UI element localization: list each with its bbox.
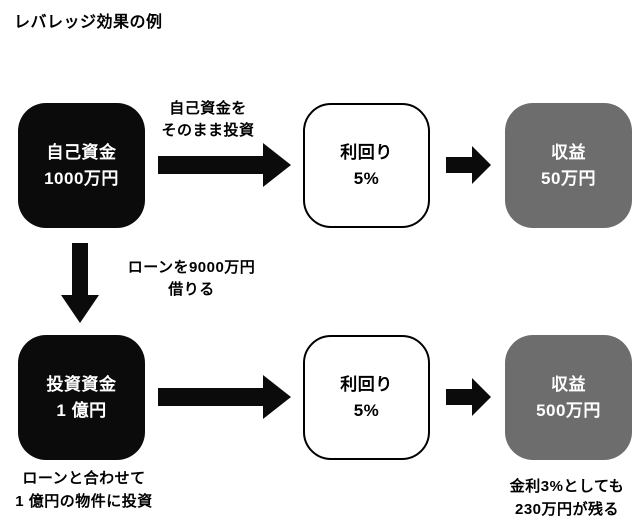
box-profit-top-line1: 収益 xyxy=(551,142,586,162)
box-yield-top: 利回り 5% xyxy=(303,103,430,228)
box-profit-bottom-line2: 500万円 xyxy=(536,400,601,420)
box-yield-bottom-line2: 5% xyxy=(353,400,380,420)
invest-directly-label: 自己資金を そのまま投資 xyxy=(133,98,283,142)
caption-loan-combined-line2: 1 億円の物件に投資 xyxy=(15,493,153,510)
loan-label-line1: ローンを9000万円 xyxy=(127,259,256,276)
box-profit-bottom-line1: 収益 xyxy=(551,374,586,394)
box-yield-top-line1: 利回り xyxy=(340,142,393,162)
caption-loan-combined: ローンと合わせて 1 億円の物件に投資 xyxy=(4,467,164,513)
box-profit-bottom: 収益 500万円 xyxy=(505,335,632,460)
box-investment-funds-line1: 投資資金 xyxy=(46,374,117,394)
arrow-right-icon xyxy=(158,141,293,189)
loan-label-line2: 借りる xyxy=(168,281,215,298)
caption-interest-remainder: 金利3%としても 230万円が残る xyxy=(499,475,635,521)
box-yield-bottom: 利回り 5% xyxy=(303,335,430,460)
loan-label: ローンを9000万円 借りる xyxy=(99,257,284,301)
arrow-down-icon xyxy=(61,243,99,323)
caption-loan-combined-line1: ローンと合わせて xyxy=(22,470,146,487)
box-own-funds: 自己資金 1000万円 xyxy=(18,103,145,228)
arrow-right-small-icon xyxy=(446,377,492,417)
page-title: レバレッジ効果の例 xyxy=(14,14,163,31)
caption-interest-remainder-line1: 金利3%としても xyxy=(509,478,625,495)
invest-directly-label-line2: そのまま投資 xyxy=(161,122,255,139)
invest-directly-label-line1: 自己資金を xyxy=(169,100,247,117)
box-yield-top-line2: 5% xyxy=(353,168,380,188)
box-profit-top: 収益 50万円 xyxy=(505,103,632,228)
caption-interest-remainder-line2: 230万円が残る xyxy=(514,501,620,518)
box-investment-funds: 投資資金 1 億円 xyxy=(18,335,145,460)
box-investment-funds-line2: 1 億円 xyxy=(56,400,107,420)
box-yield-bottom-line1: 利回り xyxy=(340,374,393,394)
box-own-funds-line2: 1000万円 xyxy=(44,168,119,188)
arrow-right-icon xyxy=(158,373,293,421)
box-profit-top-line2: 50万円 xyxy=(541,168,596,188)
arrow-right-small-icon xyxy=(446,145,492,185)
box-own-funds-line1: 自己資金 xyxy=(46,142,117,162)
